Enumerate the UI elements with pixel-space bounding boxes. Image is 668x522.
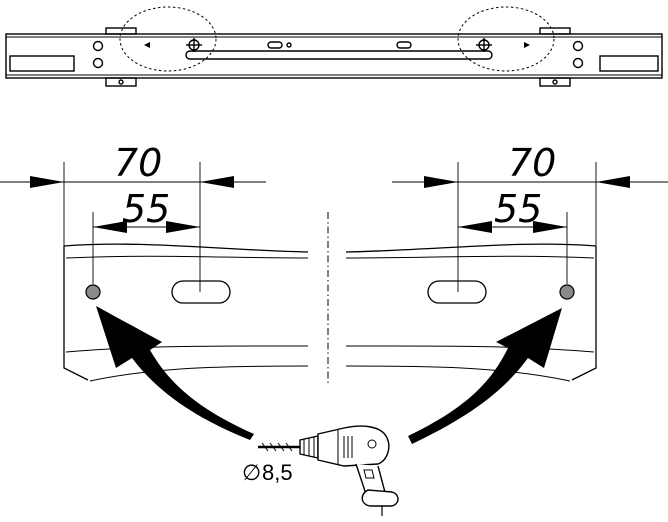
right-dim-inner-label: 55: [494, 187, 542, 231]
drill-diameter-value: 8,5: [262, 460, 293, 485]
curved-arrow-icon: [96, 306, 254, 440]
detail-circle-left: [119, 6, 217, 72]
rail-hole: [572, 57, 584, 69]
left-dim-outer-label: 70: [114, 141, 162, 185]
detail-circle-right: [457, 6, 555, 72]
rail-end-label-left: [9, 55, 75, 72]
rail-clip: [539, 77, 571, 87]
rail-hole: [92, 57, 104, 69]
right-dim-outer-label: 70: [508, 141, 556, 185]
drill-icon: [258, 425, 399, 516]
rail-small-slot: [396, 41, 412, 49]
left-drill-hole: [85, 284, 101, 300]
rail-hole: [92, 40, 104, 52]
left-rail-slot: [171, 280, 231, 304]
curved-arrow-icon: [408, 308, 562, 444]
right-rail-slot: [427, 280, 487, 304]
right-drill-hole: [559, 284, 575, 300]
right-detail: [345, 162, 668, 382]
rail-hole: [572, 40, 584, 52]
rail-long-slot: [185, 50, 493, 60]
rail-clip: [105, 27, 137, 35]
rail-clip: [539, 27, 571, 35]
rail-end-label-right: [599, 55, 659, 72]
rail-body: [5, 33, 663, 79]
dimension-arrow-icon: [424, 176, 630, 233]
dimension-arrow-icon: [30, 176, 234, 233]
rail-overview: [5, 6, 663, 87]
rail-small-slot: [267, 41, 283, 49]
rail-clip: [105, 77, 137, 87]
drill-diameter-symbol: ∅: [242, 460, 261, 485]
left-dim-inner-label: 55: [122, 187, 170, 231]
